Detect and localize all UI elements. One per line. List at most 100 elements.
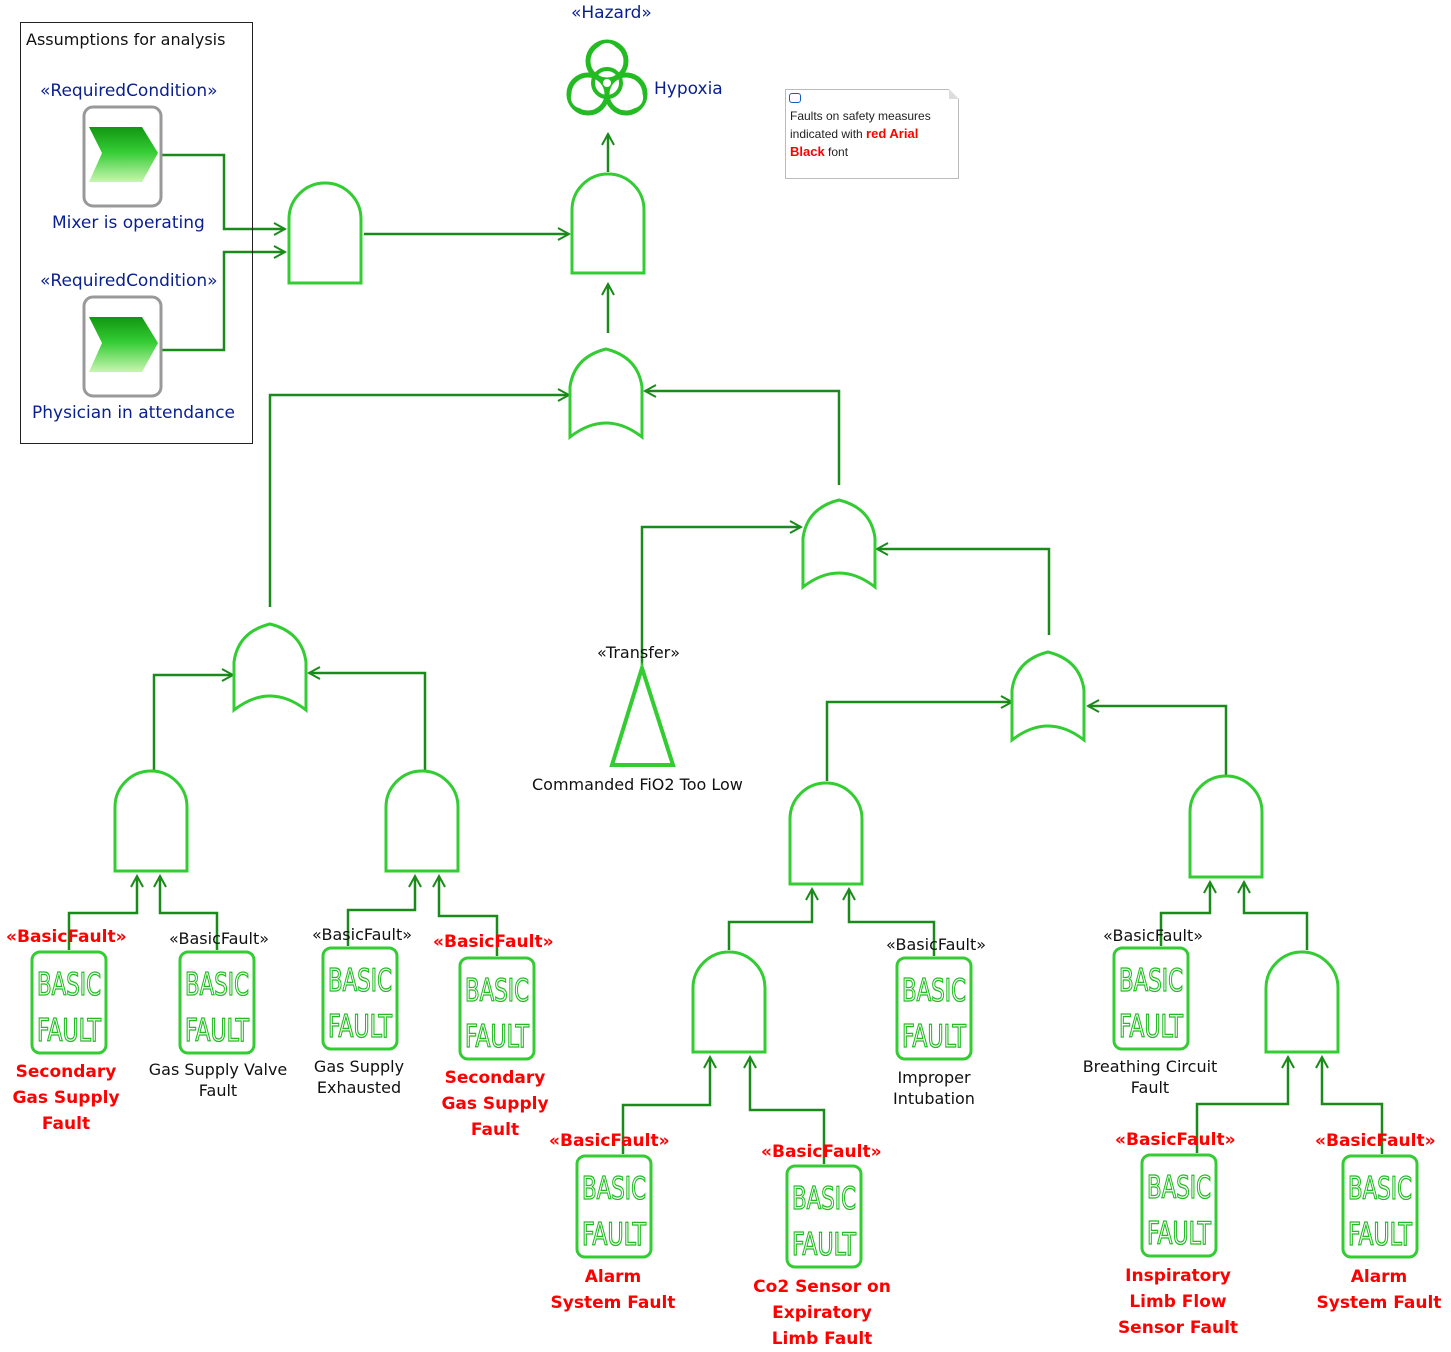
fault-stereotype: «BasicFault»: [761, 1142, 882, 1162]
transfer-triangle[interactable]: [609, 661, 676, 767]
basic-fault-frame: [895, 956, 973, 1061]
chevron-icon: [89, 127, 158, 182]
and-gate[interactable]: [788, 781, 864, 886]
hazard-label: Hypoxia: [654, 79, 723, 99]
fault-label: Alarm System Fault: [1316, 1267, 1442, 1313]
basic-fault-word: BASIC: [792, 1181, 856, 1217]
basic-fault-icon[interactable]: BASIC FAULT: [1140, 1153, 1218, 1258]
required-condition-label: Physician in attendance: [32, 403, 236, 423]
connector-arrow: [439, 876, 499, 956]
basic-fault-frame: [30, 950, 108, 1055]
or-gate[interactable]: [232, 622, 308, 714]
basic-fault-word: FAULT: [37, 1013, 102, 1049]
and-gate[interactable]: [1264, 950, 1340, 1054]
and-gate[interactable]: [691, 950, 767, 1054]
required-condition-stereotype: «RequiredCondition»: [40, 81, 218, 101]
basic-fault-frame: [1112, 946, 1190, 1051]
fault-label: Secondary Gas Supply Fault: [441, 1068, 549, 1140]
connector-arrow: [1088, 706, 1228, 775]
and-gate[interactable]: [570, 172, 646, 275]
basic-fault-icon[interactable]: BASIC FAULT: [785, 1164, 863, 1269]
note-line3-text: font: [824, 145, 849, 159]
basic-fault-frame: [575, 1154, 653, 1259]
and-gate[interactable]: [1188, 774, 1264, 879]
basic-fault-icon[interactable]: BASIC FAULT: [30, 950, 108, 1055]
fault-label: Breathing Circuit Fault: [1082, 1057, 1218, 1097]
assumptions-frame[interactable]: [20, 22, 253, 444]
fault-stereotype: «BasicFault»: [1315, 1131, 1436, 1151]
connector-arrow: [160, 876, 219, 950]
required-condition-icon[interactable]: [82, 295, 163, 398]
biohazard-cutout: [596, 43, 618, 65]
fault-label: Gas Supply Valve Fault: [148, 1060, 288, 1100]
safety-note[interactable]: Faults on safety measures indicated with…: [785, 89, 959, 179]
basic-fault-frame: [1140, 1153, 1218, 1258]
basic-fault-word: FAULT: [1147, 1216, 1212, 1252]
basic-fault-word: BASIC: [37, 967, 101, 1003]
connector-arrow: [1195, 1057, 1288, 1153]
connector-arrow: [621, 1057, 710, 1154]
connector-arrow: [849, 889, 936, 956]
required-condition-label: Mixer is operating: [52, 213, 205, 233]
transfer-stereotype: «Transfer»: [597, 643, 681, 662]
fault-label: Gas Supply Exhausted: [313, 1057, 405, 1097]
fault-label: Alarm System Fault: [550, 1267, 676, 1313]
basic-fault-word: BASIC: [902, 973, 966, 1009]
connector-arrow: [152, 675, 233, 770]
fault-stereotype: «BasicFault»: [886, 935, 987, 954]
connector-arrow: [162, 252, 285, 352]
chevron-icon: [89, 317, 158, 372]
basic-fault-word: FAULT: [465, 1019, 530, 1055]
or-gate[interactable]: [568, 347, 644, 441]
basic-fault-word: BASIC: [185, 967, 249, 1003]
basic-fault-word: BASIC: [328, 963, 392, 999]
and-gate[interactable]: [287, 181, 363, 285]
biohazard-icon[interactable]: [566, 39, 648, 116]
basic-fault-frame: [458, 956, 536, 1061]
fault-label: Secondary Gas Supply Fault: [12, 1062, 120, 1134]
biohazard-cutout: [570, 86, 593, 109]
connector-arrow: [1322, 1057, 1384, 1154]
required-condition-stereotype: «RequiredCondition»: [40, 271, 218, 291]
connector-arrow: [877, 549, 1051, 635]
or-gate[interactable]: [1010, 650, 1086, 744]
or-gate[interactable]: [801, 498, 877, 591]
basic-fault-icon[interactable]: BASIC FAULT: [178, 950, 256, 1055]
basic-fault-word: FAULT: [582, 1217, 647, 1253]
basic-fault-word: FAULT: [185, 1013, 250, 1049]
biohazard-center: [603, 79, 611, 87]
comment-icon: [789, 93, 801, 103]
transfer-label: Commanded FiO2 Too Low: [532, 775, 743, 794]
hazard-stereotype: «Hazard»: [571, 3, 652, 23]
basic-fault-frame: [178, 950, 256, 1055]
basic-fault-word: FAULT: [1119, 1009, 1184, 1045]
basic-fault-word: FAULT: [328, 1009, 393, 1045]
note-line3-red: Black: [790, 144, 825, 159]
connector-arrow: [727, 889, 812, 950]
assumptions-title: Assumptions for analysis: [26, 30, 226, 49]
basic-fault-word: FAULT: [792, 1227, 857, 1263]
basic-fault-icon[interactable]: BASIC FAULT: [321, 946, 399, 1051]
connector-arrow: [640, 527, 801, 665]
connector-arrow: [1159, 882, 1210, 946]
connector-arrow: [162, 153, 285, 229]
note-fold-corner: [949, 89, 959, 99]
required-condition-icon[interactable]: [82, 105, 163, 208]
basic-fault-frame: [785, 1164, 863, 1269]
note-line2-red: red Arial: [866, 126, 919, 141]
and-gate[interactable]: [113, 769, 189, 873]
connector-arrow: [309, 673, 427, 770]
fault-label: Co2 Sensor on Expiratory Limb Fault: [753, 1277, 891, 1349]
basic-fault-word: BASIC: [1147, 1170, 1211, 1206]
connector-arrow: [825, 702, 1012, 781]
connector-arrow: [1244, 882, 1309, 950]
fault-label: Improper Intubation: [893, 1068, 975, 1108]
basic-fault-frame: [321, 946, 399, 1051]
and-gate[interactable]: [384, 769, 460, 873]
